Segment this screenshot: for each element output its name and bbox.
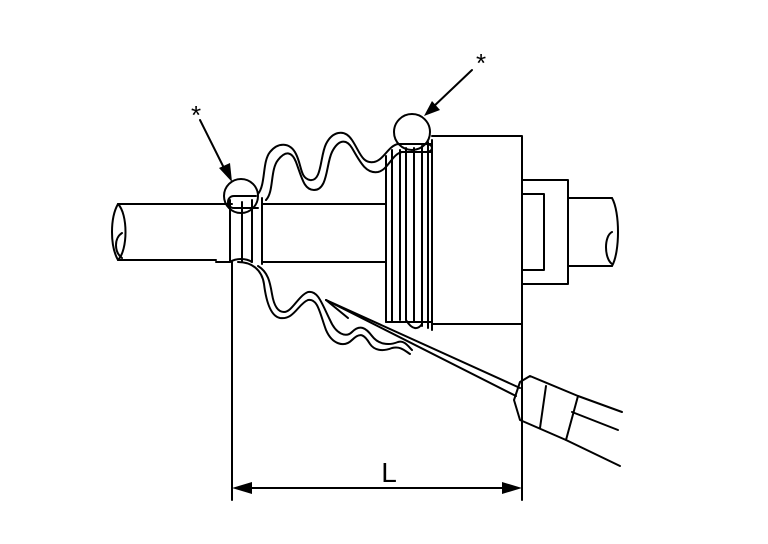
left-shaft: [111, 203, 233, 261]
right-shaft: [567, 197, 619, 267]
large-clamp-band: [385, 139, 433, 331]
boot-upper-bellows-inner: [265, 140, 433, 201]
boot-upper-bellows: [257, 131, 433, 195]
dimension-label: L: [381, 457, 397, 488]
boot-lower-bellows-inner: [257, 265, 413, 351]
marker-asterisk-left: *: [191, 100, 201, 130]
right-clamp-hook: [393, 113, 433, 153]
inner-shaft: [261, 203, 387, 263]
right-marker-arrow: [424, 69, 473, 116]
boot-lower-bellows: [237, 261, 411, 355]
left-clamp-hook: [223, 178, 259, 214]
screwdriver-tool: [325, 299, 623, 467]
marker-asterisk-right: *: [476, 48, 486, 78]
dimension-line-L: [231, 261, 523, 501]
joint-housing: [431, 135, 569, 325]
left-marker-arrow: [199, 119, 232, 182]
